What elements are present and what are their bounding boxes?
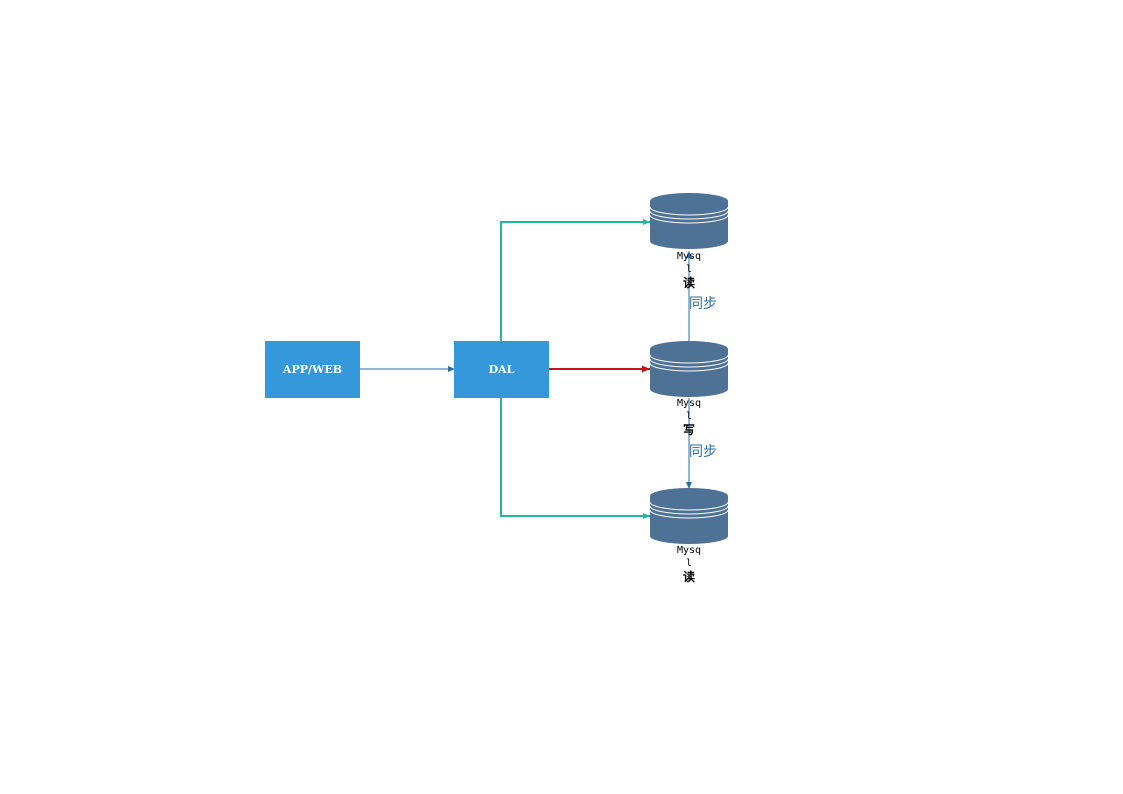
dal-node: DAL bbox=[454, 341, 549, 398]
database-icon-top bbox=[649, 193, 729, 249]
database-icon-bottom bbox=[649, 488, 729, 544]
db-mid-name-line2: l bbox=[685, 411, 693, 422]
db-mid-name-line1: Mysq bbox=[676, 398, 702, 409]
sync-label-upper: 同步 bbox=[689, 296, 717, 312]
db-bottom-name-line1: Mysq bbox=[676, 545, 702, 556]
app-web-node: APP/WEB bbox=[265, 341, 360, 398]
db-bottom-label: Mysq l 读 bbox=[659, 544, 719, 584]
sync-label-lower: 同步 bbox=[689, 444, 717, 460]
db-top-name-line2: l bbox=[685, 264, 693, 275]
database-icon-middle bbox=[649, 341, 729, 397]
dal-label: DAL bbox=[488, 363, 515, 376]
db-mid-role: 写 bbox=[682, 423, 695, 437]
db-mid-label: Mysq l 写 bbox=[659, 397, 719, 437]
db-top-name-line1: Mysq bbox=[676, 251, 702, 262]
app-web-label: APP/WEB bbox=[282, 363, 343, 376]
db-bottom-name-line2: l bbox=[685, 558, 693, 569]
db-top-label: Mysq l 读 bbox=[659, 250, 719, 290]
db-bottom-role: 读 bbox=[682, 570, 695, 584]
arrow-dal-to-read-top bbox=[500, 219, 650, 341]
db-top-role: 读 bbox=[682, 276, 695, 290]
arrow-dal-to-read-bottom bbox=[500, 398, 650, 519]
